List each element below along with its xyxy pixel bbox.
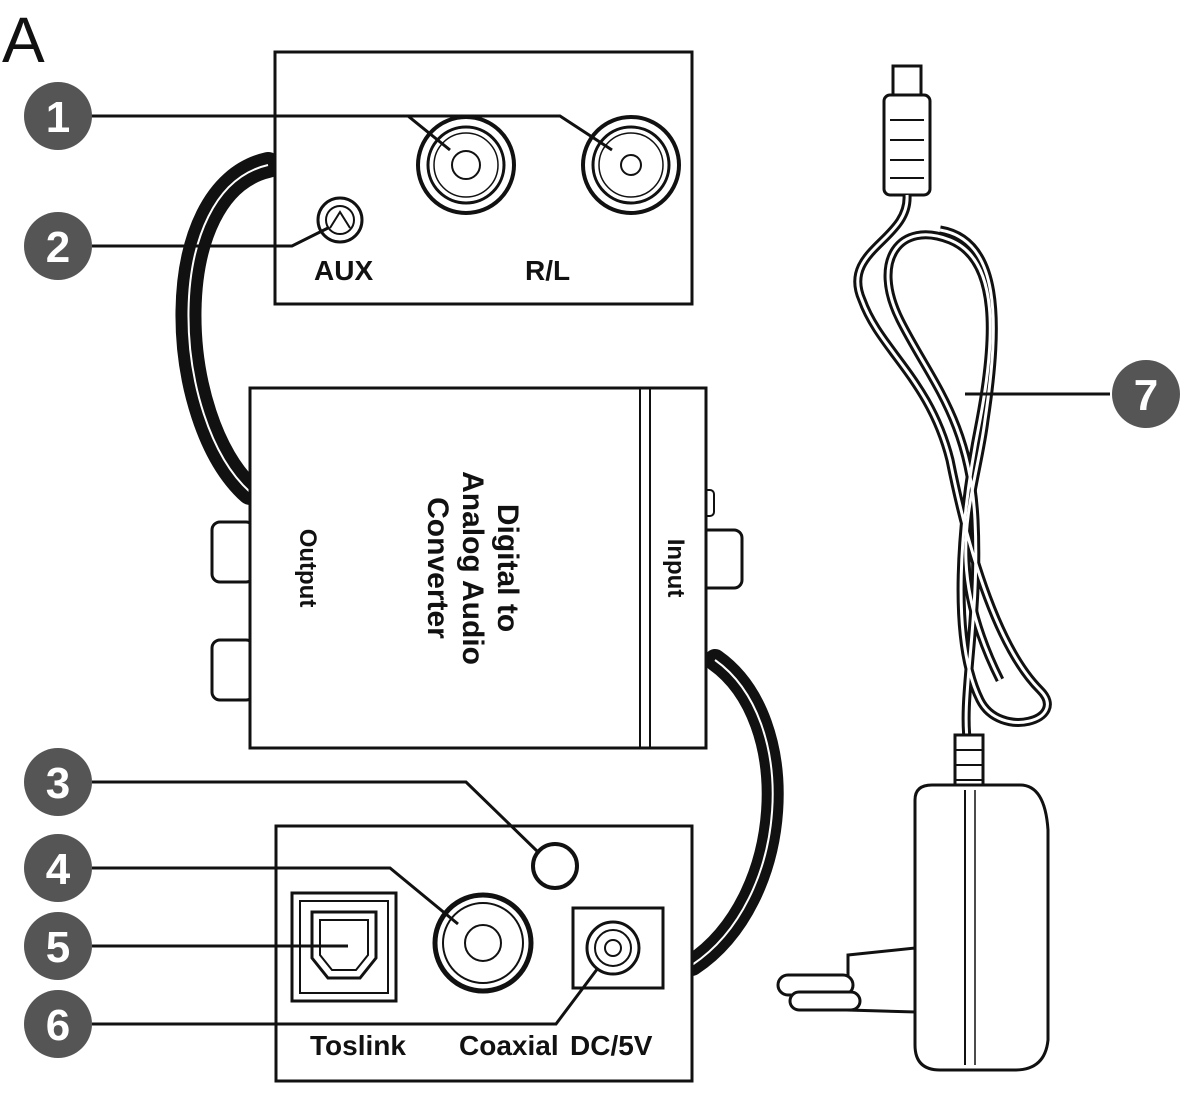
converter-title-line3: Converter bbox=[421, 497, 454, 639]
aux-label: AUX bbox=[314, 255, 373, 286]
callout-3-number: 3 bbox=[46, 759, 70, 808]
callout-5-number: 5 bbox=[46, 923, 70, 972]
input-label: Input bbox=[662, 539, 689, 598]
output-label: Output bbox=[294, 529, 321, 608]
bottom-panel: Toslink Coaxial DC/5V bbox=[274, 824, 694, 1083]
output-rca-1 bbox=[210, 520, 256, 584]
indicator-led bbox=[531, 842, 579, 890]
dc-port bbox=[571, 906, 665, 990]
converter-title-line2: Analog Audio bbox=[456, 471, 489, 665]
callout-1: 1 bbox=[24, 82, 92, 150]
output-cable-edge bbox=[187, 164, 269, 493]
leader-4 bbox=[92, 866, 459, 926]
dc-plug-tip bbox=[891, 64, 923, 98]
adapter-body bbox=[913, 783, 1050, 1072]
output-rca-2 bbox=[210, 638, 256, 702]
leader-3 bbox=[92, 780, 540, 854]
rca-jack-right bbox=[416, 115, 516, 215]
callout-2: 2 bbox=[24, 212, 92, 280]
callout-6: 6 bbox=[24, 990, 92, 1058]
converter-box: Digital to Analog Audio Converter Output… bbox=[210, 386, 744, 750]
callout-3: 3 bbox=[24, 748, 92, 816]
rl-label: R/L bbox=[525, 255, 570, 286]
leader-1b bbox=[408, 114, 613, 152]
coaxial-port bbox=[432, 892, 534, 994]
power-adapter bbox=[776, 64, 1052, 1072]
callout-4-number: 4 bbox=[46, 845, 71, 894]
dc-plug-body bbox=[882, 93, 932, 197]
leader-6 bbox=[92, 967, 600, 1026]
callout-7-number: 7 bbox=[1134, 371, 1158, 420]
callout-7: 7 bbox=[1112, 360, 1180, 428]
dc-label: DC/5V bbox=[570, 1030, 653, 1061]
callout-leaders bbox=[90, 114, 1110, 1026]
top-panel: AUX R/L bbox=[273, 50, 694, 306]
callout-5: 5 bbox=[24, 912, 92, 980]
aux-jack bbox=[316, 196, 364, 244]
adapter-pin-2 bbox=[788, 990, 862, 1012]
rca-jack-left bbox=[581, 115, 681, 215]
leader-2 bbox=[92, 226, 329, 248]
callout-1-number: 1 bbox=[46, 93, 70, 142]
toslink-label: Toslink bbox=[310, 1030, 406, 1061]
converter-title-line1: Digital to bbox=[491, 504, 524, 632]
callout-2-number: 2 bbox=[46, 223, 70, 272]
input-cable-edge bbox=[691, 659, 774, 966]
callout-4: 4 bbox=[24, 834, 92, 902]
callout-6-number: 6 bbox=[46, 1001, 70, 1050]
panel-letter: A bbox=[2, 4, 45, 76]
coaxial-label: Coaxial bbox=[459, 1030, 559, 1061]
converter-title: Digital to Analog Audio Converter bbox=[421, 471, 524, 665]
